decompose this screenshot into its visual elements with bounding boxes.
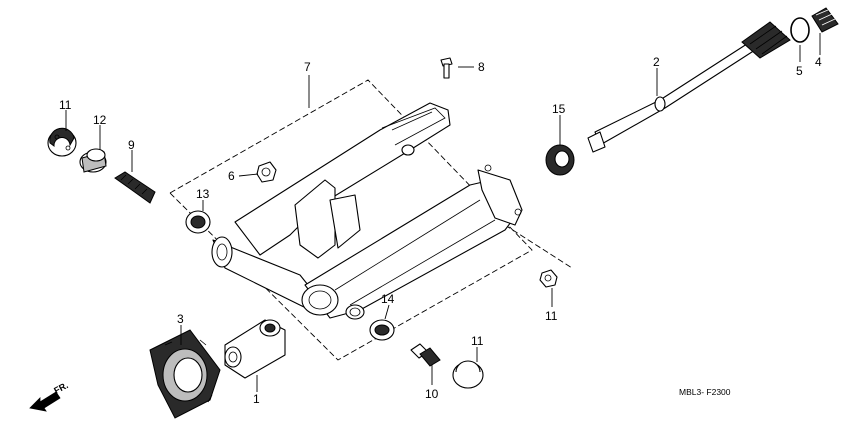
- callout-4: 4: [815, 55, 822, 69]
- boundary-extension: [504, 224, 573, 269]
- bearing-14-left: [185, 210, 211, 234]
- cap-11-bottom: [452, 360, 484, 389]
- nut-12: [539, 269, 558, 288]
- callout-1: 1: [253, 392, 260, 406]
- bolt-10: [410, 343, 441, 367]
- callout-11-bottom: 11: [471, 334, 484, 348]
- universal-joint-1: [224, 319, 286, 379]
- callout-12: 11: [545, 309, 558, 323]
- locknut-13: [79, 148, 107, 173]
- callout-7: 7: [304, 60, 311, 74]
- cap-11-left: [47, 127, 77, 157]
- ring-gear-3: [149, 329, 221, 419]
- swingarm: [211, 102, 523, 320]
- leader-lines: [65, 33, 821, 392]
- callout-2: 2: [653, 55, 660, 69]
- pivot-bolt-9: [114, 171, 156, 204]
- bolt-8: [440, 57, 453, 79]
- fr-label: FR.: [52, 380, 69, 396]
- arrow-icon: [29, 391, 61, 412]
- drive-shaft-2: [587, 21, 791, 153]
- oil-seal-15: [545, 144, 575, 176]
- assembly-boundary: [169, 79, 533, 361]
- bearing-14-right: [369, 319, 395, 341]
- callout-8: 8: [478, 60, 485, 74]
- callout-14-right: 14: [381, 292, 395, 306]
- callout-3: 3: [177, 312, 184, 326]
- callout-11-top: 11: [59, 98, 72, 112]
- callout-6: 6: [228, 169, 235, 183]
- callout-15: 15: [552, 102, 566, 116]
- spring-4: [811, 7, 839, 33]
- front-direction-arrow: FR.: [29, 380, 70, 412]
- callout-10: 10: [425, 387, 439, 401]
- callout-labels: 7 8 6 11 12 9 13 14 15 2 5 4 11 10 11 3 …: [59, 55, 822, 406]
- callout-5: 5: [796, 64, 803, 78]
- callout-14-left: 13: [196, 187, 210, 201]
- callout-9: 9: [128, 138, 135, 152]
- callout-13: 12: [93, 113, 107, 127]
- circlip-5: [790, 17, 810, 43]
- diagram-code: MBL3- F2300: [679, 387, 731, 397]
- nut-6: [256, 161, 277, 183]
